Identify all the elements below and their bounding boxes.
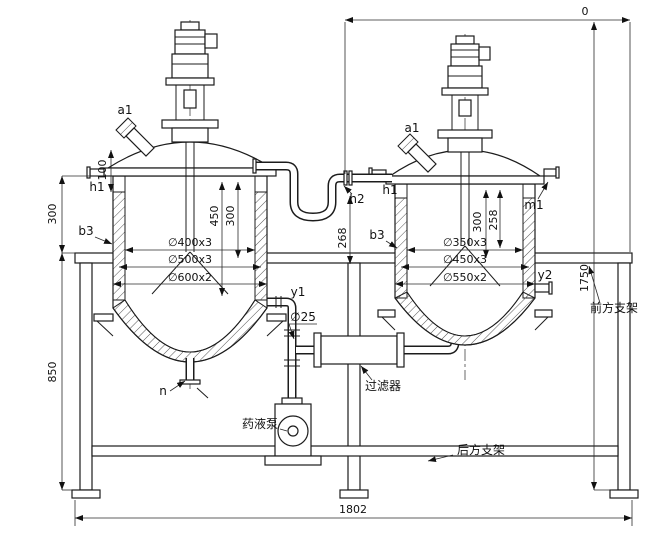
frame-foot-left — [71, 489, 101, 499]
left-agitator-drive — [161, 21, 219, 143]
filter-flange-right — [396, 332, 405, 368]
left-dia-outer-label: ∅600x2 — [168, 271, 212, 284]
dim-zero-label: 0 — [582, 5, 589, 18]
frame-leg-left — [79, 262, 93, 491]
dim-300-tank-label: 300 — [224, 206, 237, 227]
pump-hub — [287, 425, 299, 437]
right-m1-nozzle — [543, 168, 557, 177]
frame-rear-rail — [91, 445, 619, 457]
right-h1-label: h1 — [382, 183, 397, 197]
left-motor — [174, 29, 206, 55]
filter-flange-left — [313, 332, 322, 368]
right-jacket-band-right — [522, 197, 536, 299]
right-motor — [450, 43, 480, 67]
left-bottom-outlet — [179, 358, 209, 399]
right-b3-label: b3 — [369, 228, 384, 242]
rear-bracket-label: 后方支架 — [457, 442, 505, 457]
left-tank-lugs — [93, 313, 287, 337]
left-y1-label: y1 — [291, 285, 306, 299]
right-m1-label: m1 — [524, 198, 543, 212]
pump-inlet-flange — [281, 397, 303, 405]
right-agitator-drive — [437, 35, 493, 153]
dim-100-label: 100 — [96, 160, 109, 181]
right-gearbox — [447, 65, 483, 89]
left-a1-nozzle — [115, 117, 155, 157]
pump-base — [264, 455, 322, 466]
left-tank-flange — [103, 167, 277, 177]
dim-258-label: 258 — [487, 210, 500, 231]
pump — [264, 397, 322, 466]
frame-foot-right — [609, 489, 639, 499]
dim-300-right-label: 300 — [471, 212, 484, 233]
dim-300-left-label: 300 — [46, 204, 59, 225]
support-frame — [71, 252, 639, 499]
left-jacket-band-bottom — [112, 299, 268, 363]
filter — [313, 332, 405, 368]
dim-450-label: 450 — [208, 206, 221, 227]
left-tank-dome — [105, 141, 275, 169]
left-dia-inner-label: ∅400x3 — [168, 236, 212, 249]
left-tank — [86, 20, 287, 399]
left-dia-mid-label: ∅500x3 — [168, 253, 212, 266]
right-coupling — [458, 99, 472, 117]
frame-foot-middle — [339, 489, 369, 499]
dim-1802-label: 1802 — [339, 503, 367, 516]
frame-leg-right — [617, 262, 631, 491]
dimensions: 0 300 850 1750 1802 100 450 300 ∅400x3 ∅… — [46, 5, 633, 526]
transfer-u-pipe — [252, 158, 392, 222]
filter-label: 过滤器 — [365, 379, 401, 393]
right-tank-lugs — [377, 309, 553, 331]
left-n-label: n — [159, 384, 167, 398]
left-jacket-band-right — [254, 191, 268, 301]
dim-1750-label: 1750 — [578, 264, 591, 292]
left-h1-label: h1 — [89, 180, 104, 194]
left-coupling — [183, 89, 197, 109]
right-h2-label: h2 — [349, 192, 364, 206]
right-y2-label: y2 — [538, 268, 553, 282]
left-jacket-band-left — [112, 191, 126, 301]
dim-850-label: 850 — [46, 362, 59, 383]
right-tank-flange — [385, 175, 545, 185]
right-dia-inner-label: ∅350x3 — [443, 236, 487, 249]
pipe-dia-label: ∅25 — [290, 310, 316, 324]
right-y2-nozzle — [534, 283, 550, 293]
right-dia-mid-label: ∅450x3 — [443, 253, 487, 266]
left-a1-label: a1 — [118, 103, 133, 117]
left-b3-label: b3 — [78, 224, 93, 238]
filter-body — [320, 335, 398, 365]
front-bracket-label: 前方支架 — [590, 300, 638, 315]
right-a1-label: a1 — [405, 121, 420, 135]
dim-268-label: 268 — [336, 228, 349, 249]
right-dia-outer-label: ∅550x2 — [443, 271, 487, 284]
left-gearbox — [171, 53, 209, 79]
left-motor-terminal-box — [204, 33, 218, 49]
right-motor-terminal-box — [478, 46, 491, 61]
right-a1-nozzle — [397, 133, 437, 173]
right-jacket-band-bottom — [394, 291, 536, 346]
labels: a1 h1 b3 y1 n a1 h1 h2 b3 m1 y2 ∅25 过滤器 … — [78, 103, 638, 463]
pump-label: 药液泵 — [242, 416, 278, 431]
